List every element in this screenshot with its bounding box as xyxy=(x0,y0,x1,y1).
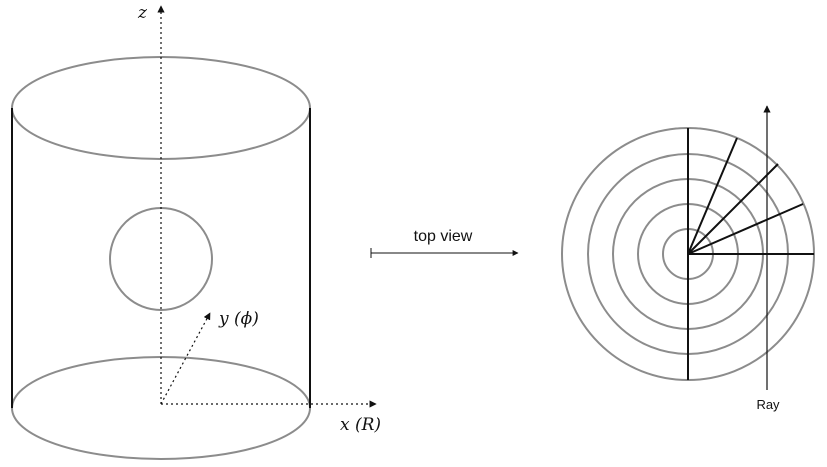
top-view-grid xyxy=(561,127,815,381)
top-view-label: top view xyxy=(414,228,473,245)
ray-label: Ray xyxy=(756,397,780,412)
y-axis-label: y (ϕ) xyxy=(218,309,259,329)
x-axis-label: x (R) xyxy=(340,415,381,435)
axes: z y (ϕ) x (R) xyxy=(137,3,381,435)
grid-spoke-42deg xyxy=(687,163,779,255)
ray-group: Ray xyxy=(756,105,780,412)
y-axis-line xyxy=(160,312,211,405)
grid-spoke-60deg xyxy=(687,137,738,255)
z-axis-label: z xyxy=(137,3,148,23)
grid-spoke-22deg xyxy=(687,203,804,255)
top-view-arrow-group: top view xyxy=(370,228,519,258)
